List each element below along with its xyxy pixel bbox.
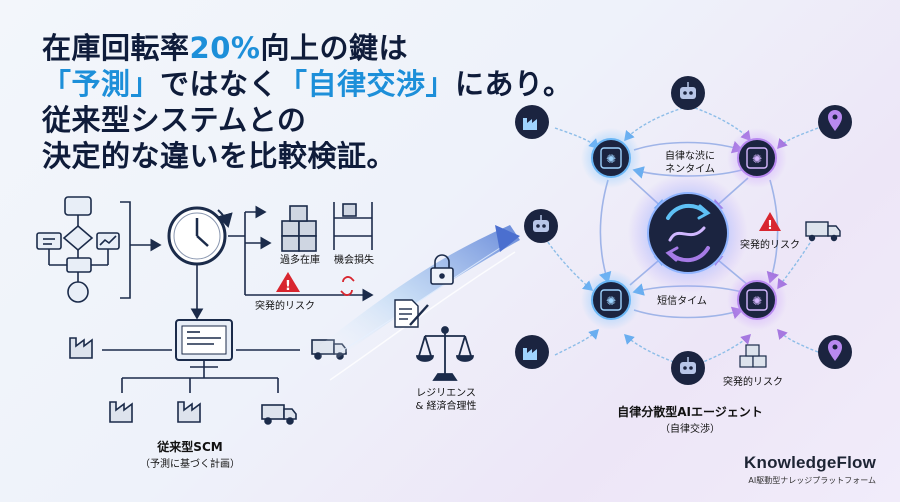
factory-icon [177, 401, 201, 423]
flowchart-icon [36, 196, 120, 303]
svg-text:!: ! [285, 279, 291, 294]
computer-icon [175, 319, 233, 368]
stacked-boxes-icon [739, 344, 767, 368]
headline-line-1: 在庫回転率20%向上の鍵は [42, 30, 572, 66]
headline-highlight: 20% [189, 31, 261, 65]
empty-shelf-icon [333, 202, 373, 250]
agent-label-top-2: ネンタイム [665, 163, 715, 175]
headline: 在庫回転率20%向上の鍵は 「予測」ではなく「自律交渉」にあり。 従来型システム… [42, 30, 572, 174]
scales-icon [416, 326, 474, 381]
svg-text:!: ! [767, 218, 772, 232]
warning-icon: ! [759, 212, 781, 232]
document-pen-icon [394, 299, 429, 328]
lock-icon [430, 254, 454, 285]
factory-icon [109, 401, 133, 423]
headline-text: 在庫回転率 [42, 31, 190, 65]
brain-icon: ✺ [606, 152, 616, 166]
headline-text: ではなく [160, 67, 279, 101]
clock-icon [167, 206, 233, 266]
robot-node-top [671, 76, 705, 110]
headline-text: にあり。 [455, 67, 573, 101]
ai-chip-node-bottom-left: ✺ [581, 270, 641, 330]
ai-chip-node-top-left: ✺ [581, 128, 641, 188]
headline-highlight: 「予測」 [42, 67, 161, 101]
robot-node-left [524, 209, 558, 243]
headline-line-4: 決定的な違いを比較検証。 [42, 139, 397, 173]
robot-node-bottom [671, 351, 705, 385]
factory-node-bottom-left [515, 335, 549, 369]
sudden-risk-label: 突発的リスク [255, 299, 315, 312]
headline-line-3: 従来型システムとの [42, 103, 307, 137]
location-node-top-right [818, 105, 852, 139]
agent-label-top-1: 自律な渋に [665, 149, 715, 162]
brain-icon: ✺ [606, 294, 616, 308]
broken-link-icon [340, 276, 355, 296]
brain-icon: ✺ [752, 294, 762, 308]
brand-name: KnowledgeFlow [744, 453, 876, 472]
stacked-boxes-icon [281, 205, 317, 252]
truck-icon [261, 404, 297, 425]
ai-chip-node-top-right: ✺ [727, 128, 787, 188]
legacy-subtitle: （予測に基づく計画） [140, 457, 240, 470]
warning-icon: ! [276, 272, 300, 294]
agent-label-bottom: 突発的リスク [723, 375, 783, 388]
agents-subtitle: （自律交渉） [660, 422, 720, 435]
brand-logo: KnowledgeFlow AI駆動型ナレッジプラットフォーム [744, 453, 876, 486]
transition-stream [320, 225, 520, 381]
legacy-scm-diagram [36, 196, 374, 425]
sync-icon [665, 203, 711, 263]
location-node-bottom-right [818, 335, 852, 369]
excess-stock-label: 過多在庫 [280, 253, 320, 266]
truck-icon [805, 221, 841, 242]
brand-tagline: AI駆動型ナレッジプラットフォーム [748, 476, 876, 485]
ai-chip-node-bottom-right: ✺ [727, 270, 787, 330]
headline-highlight: 「自律交渉」 [278, 67, 456, 101]
factory-node-top [515, 105, 549, 139]
resilience-label: レジリエンス [416, 388, 476, 399]
legacy-title: 従来型SCM [156, 439, 222, 454]
agent-label-right: 突発的リスク [740, 238, 800, 251]
headline-text: 向上の鍵は [260, 31, 408, 65]
agent-label-mid: 短信タイム [657, 294, 707, 307]
rationality-label: & 経済合理性 [416, 399, 477, 412]
agent-network: ✺ ✺ ✺ ✺ [515, 76, 852, 385]
lost-opportunity-label: 機会損失 [334, 253, 374, 266]
brain-icon: ✺ [752, 152, 762, 166]
agents-title: 自律分散型AIエージェント [617, 404, 763, 419]
headline-line-2: 「予測」ではなく「自律交渉」にあり。 [42, 66, 572, 102]
factory-icon [69, 337, 93, 359]
